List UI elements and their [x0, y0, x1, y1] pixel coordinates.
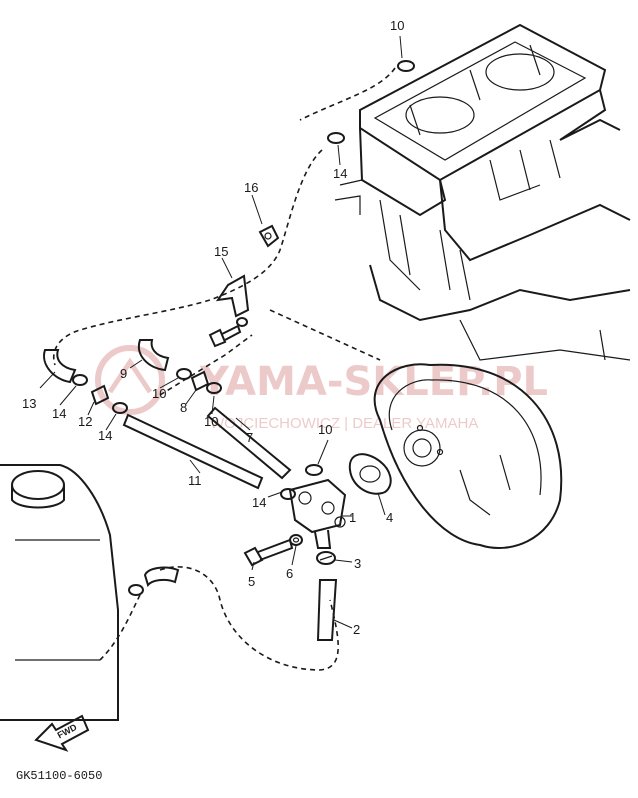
oil-pump-1	[288, 478, 347, 549]
reference-code: GK51100-6050	[16, 769, 102, 783]
fwd-arrow: FWD	[34, 714, 90, 752]
washer-6	[289, 534, 303, 546]
watermark-tagline: WOJCIECHOWICZ | DEALER YAMAHA	[210, 415, 478, 432]
check-valves	[90, 370, 210, 406]
watermark-brand: YAMA-SKLEP.PL	[199, 359, 548, 405]
callout-2: 2	[353, 622, 360, 637]
callout-11: 11	[188, 473, 202, 488]
callout-10-pump: 10	[318, 422, 332, 437]
callout-12: 12	[78, 414, 92, 429]
hose-11	[122, 413, 264, 490]
bolt-5	[243, 538, 294, 567]
hose-7	[206, 406, 292, 480]
callout-9: 9	[120, 366, 127, 381]
hoses	[53, 67, 396, 671]
clamp-16	[258, 224, 280, 248]
hose-2	[316, 579, 338, 641]
bracket-15	[208, 274, 250, 348]
callout-10-right: 10	[204, 414, 218, 429]
oil-tank	[0, 464, 119, 721]
callout-14-left: 14	[52, 406, 66, 421]
callout-1: 1	[349, 510, 356, 525]
callout-10-top: 10	[390, 18, 404, 33]
callout-14-top: 14	[333, 166, 347, 181]
callout-10-mid: 10	[152, 386, 166, 401]
callout-14-pump: 14	[252, 495, 266, 510]
callout-5: 5	[248, 574, 255, 589]
callout-14-mid: 14	[98, 428, 112, 443]
callout-4: 4	[386, 510, 393, 525]
callout-3: 3	[354, 556, 361, 571]
gasket-4	[348, 453, 392, 495]
watermark: YAMA-SKLEP.PL WOJCIECHOWICZ | DEALER YAM…	[95, 345, 548, 432]
flywheel-cover	[373, 363, 563, 549]
callout-16: 16	[244, 180, 258, 195]
hose-clips	[72, 60, 415, 596]
watermark-logo-mark	[107, 357, 153, 394]
leader-lines	[39, 35, 403, 629]
hose-segments	[43, 339, 338, 641]
callout-8: 8	[180, 400, 187, 415]
watermark-logo-icon	[95, 345, 165, 415]
callout-15: 15	[214, 244, 228, 259]
callout-7: 7	[246, 430, 253, 445]
callout-numbers: 1 2 3 4 5 6 7 8 9 10 10 10 10 11 12 13 1…	[22, 18, 404, 637]
clip-3	[316, 551, 336, 565]
callout-6: 6	[286, 566, 293, 581]
callout-13: 13	[22, 396, 36, 411]
engine-block	[334, 23, 631, 361]
